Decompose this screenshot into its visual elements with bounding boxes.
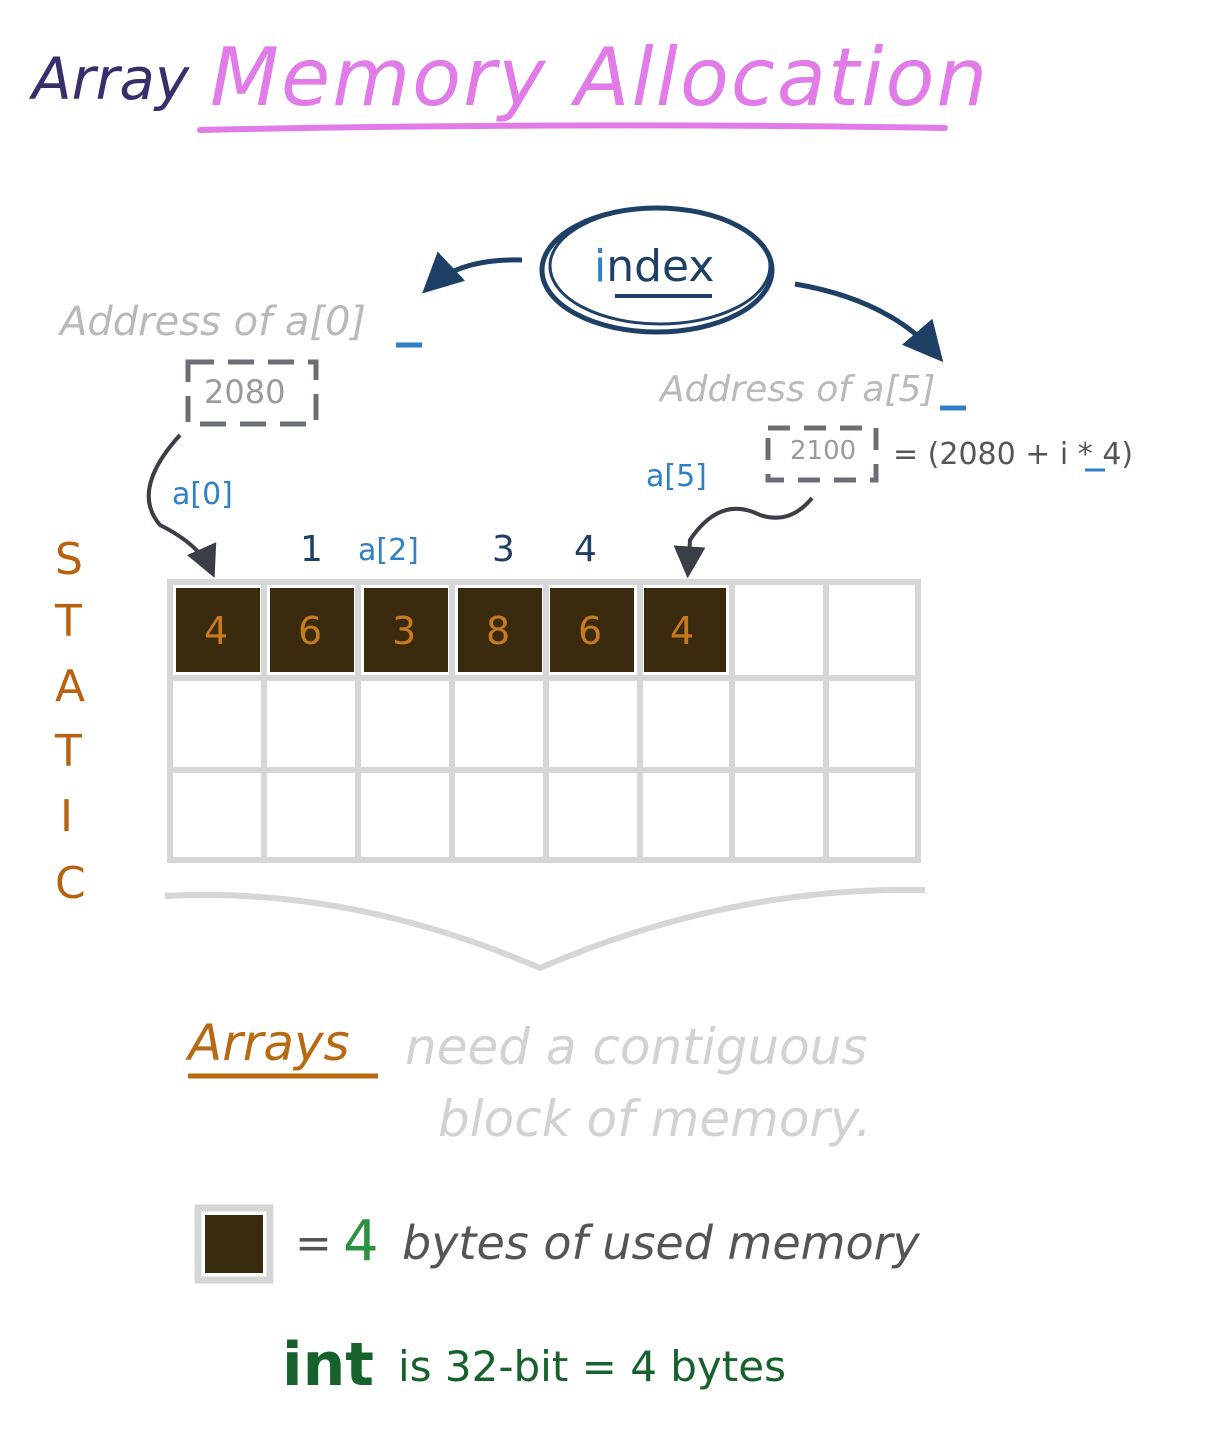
footer-keyword: int xyxy=(282,1330,374,1400)
address-box-left xyxy=(185,359,319,427)
legend-number: 4 xyxy=(343,1209,379,1274)
left-address-value: 2080 xyxy=(204,373,286,411)
used-cells xyxy=(176,588,726,672)
index-label: index xyxy=(594,245,714,289)
cell-value-4: 6 xyxy=(578,609,603,653)
title-underline xyxy=(197,122,948,133)
index-label-rest: ndex xyxy=(606,241,715,292)
cell-1 xyxy=(270,588,354,672)
address-box-right xyxy=(765,425,879,483)
cell-value-3: 8 xyxy=(486,609,511,653)
memory-grid xyxy=(167,579,921,863)
footer-text: is 32-bit = 4 bytes xyxy=(398,1342,786,1391)
index-label-1: 1 xyxy=(300,529,323,570)
right-address-value: 2100 xyxy=(790,436,857,466)
index-label-3: 3 xyxy=(492,529,515,570)
address-formula: = (2080 + i * 4) xyxy=(893,437,1134,472)
static-letter-s: S xyxy=(55,534,83,585)
index-label-4: 4 xyxy=(574,529,597,570)
cell-3 xyxy=(458,588,542,672)
cell-value-0: 4 xyxy=(204,609,229,653)
cell-2 xyxy=(364,588,448,672)
cell-value-1: 6 xyxy=(298,609,323,653)
grid-brace xyxy=(164,886,926,972)
legend-cell xyxy=(205,1215,263,1273)
index-label-first: i xyxy=(594,241,607,292)
left-address-label: Address of a[0] xyxy=(60,299,367,345)
static-letter-t1: T xyxy=(55,596,82,647)
title-prefix: Array xyxy=(32,45,190,113)
legend-cell-border xyxy=(194,1204,274,1284)
static-letter-t2: T xyxy=(55,726,82,777)
index-ellipse-sketch xyxy=(548,206,772,326)
static-letter-c: C xyxy=(55,858,86,909)
page-title: Memory Allocation xyxy=(210,31,990,124)
left-pointer-label: a[0] xyxy=(172,477,233,512)
cell-5 xyxy=(644,588,726,672)
caption-line-2: block of memory. xyxy=(438,1090,872,1148)
arrow-to-a0-address xyxy=(422,251,523,294)
cell-0 xyxy=(176,588,260,672)
cell-value-2: 3 xyxy=(392,609,417,653)
legend-equals: = xyxy=(295,1218,332,1269)
pointer-a5-arrow xyxy=(673,496,814,579)
cell-4 xyxy=(550,588,634,672)
static-letter-a: A xyxy=(55,661,86,712)
cell-value-5: 4 xyxy=(670,609,695,653)
arrow-to-a5-address xyxy=(794,281,944,363)
index-label-2: a[2] xyxy=(358,533,419,568)
legend-text: bytes of used memory xyxy=(402,1216,920,1270)
caption-highlight: Arrays xyxy=(188,1014,350,1072)
caption-line-1: need a contiguous xyxy=(405,1018,868,1076)
right-address-label: Address of a[5] xyxy=(660,369,936,410)
right-pointer-label: a[5] xyxy=(646,459,707,494)
pointer-a0-arrow xyxy=(146,433,217,578)
static-letter-i: I xyxy=(60,791,73,842)
